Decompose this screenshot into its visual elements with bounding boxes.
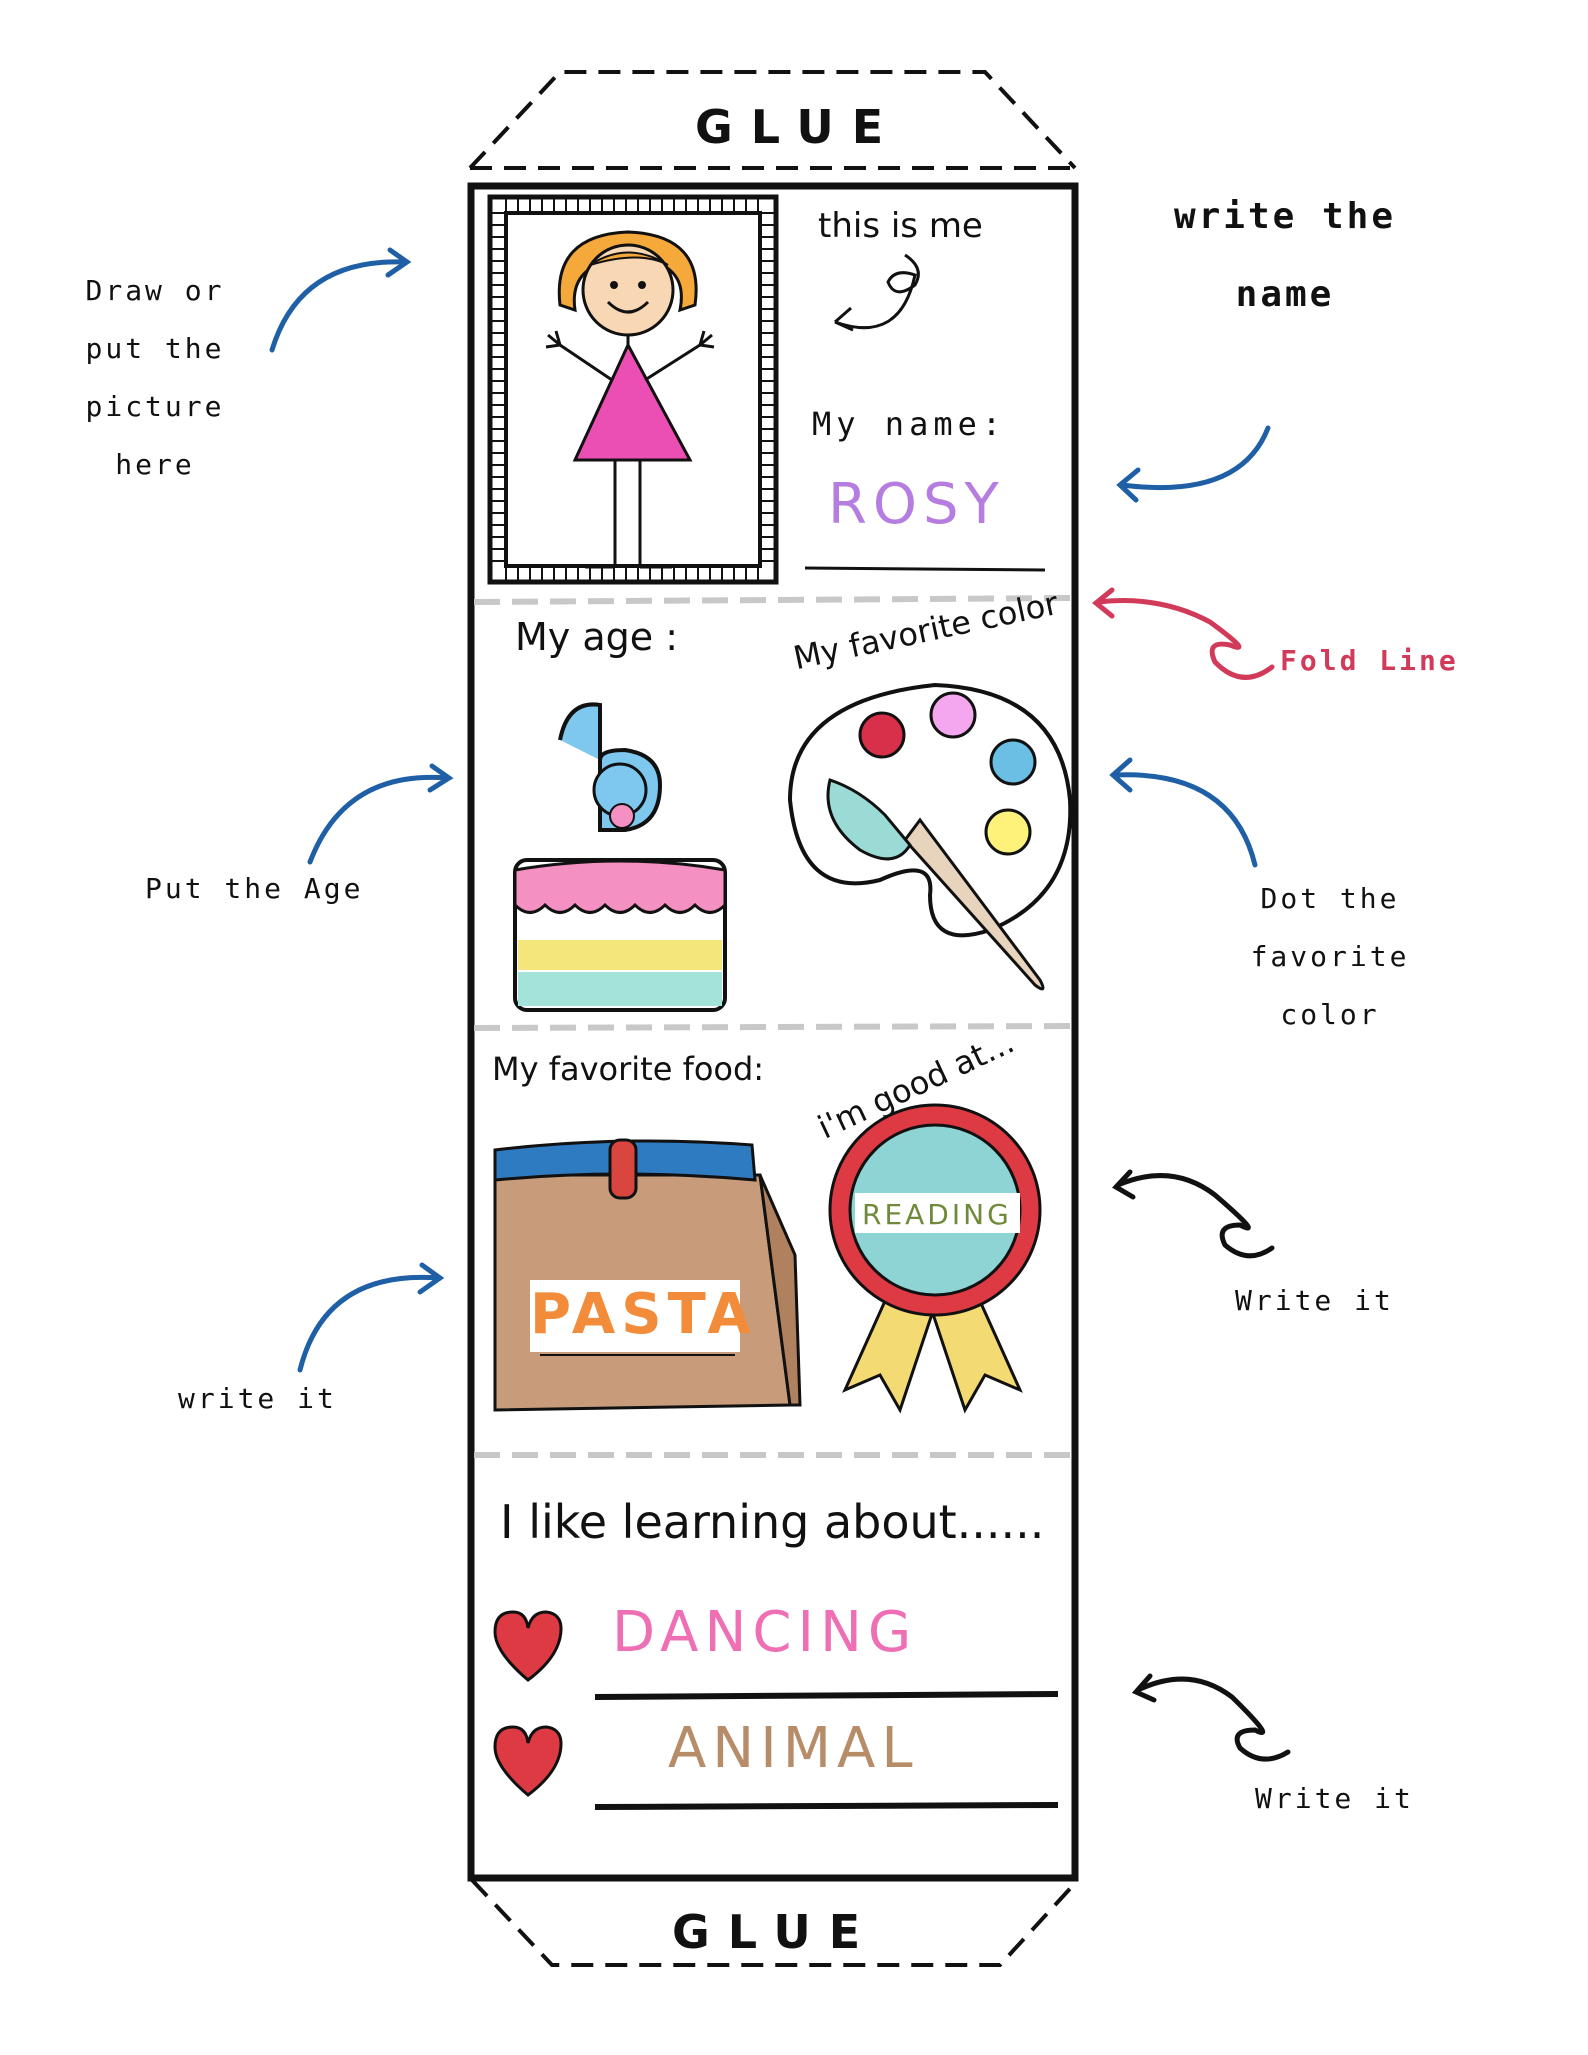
curl-arrow-icon — [1115, 1173, 1275, 1259]
annotation-fold-line: Fold Line — [1280, 644, 1459, 677]
learning-item-1: DANCING — [612, 1600, 918, 1665]
lunch-bag-drawing — [493, 1138, 802, 1412]
name-underline — [804, 566, 1046, 572]
paint-dot-pink — [929, 691, 977, 739]
ribbon-badge-drawing — [828, 1103, 1042, 1414]
arrow-icon — [1112, 772, 1258, 868]
food-label: My favorite food: — [492, 1050, 765, 1088]
glue-label-bottom: GLUE — [672, 1905, 879, 1959]
annotation-write-it-right-1: Write it — [1235, 1284, 1394, 1317]
heart-icon — [493, 1610, 563, 1682]
heart-icon — [493, 1725, 563, 1797]
name-label: My name: — [812, 405, 1007, 443]
answer-line — [594, 1691, 1059, 1700]
glue-label-top: GLUE — [695, 100, 902, 154]
curl-arrow-icon — [1135, 1676, 1291, 1762]
annotation-dot-color: Dot the favorite color — [1250, 882, 1410, 1031]
picture-frame — [487, 194, 779, 585]
arrow-icon — [307, 774, 450, 865]
food-value: PASTA — [530, 1282, 757, 1347]
name-value: ROSY — [828, 472, 1005, 537]
girl-drawing — [545, 230, 715, 569]
annotation-write-name: write the name — [1173, 196, 1397, 315]
answer-line — [594, 1802, 1059, 1810]
arrow-icon — [269, 259, 408, 353]
paint-dot-red — [858, 711, 906, 759]
glue-tab-bottom — [470, 1878, 1080, 1967]
curl-arrow-icon — [834, 253, 920, 330]
annotation-write-it-right-2: Write it — [1255, 1782, 1414, 1815]
paint-dot-yellow — [984, 808, 1032, 856]
fold-line-2 — [473, 1023, 1073, 1031]
fold-arrow-icon — [1095, 598, 1275, 680]
arrow-icon — [1119, 425, 1271, 491]
annotation-put-age: Put the Age — [145, 872, 364, 905]
paint-dot-blue — [989, 738, 1037, 786]
annotation-draw-picture: Draw or put the picture here — [85, 274, 225, 481]
good-at-value: READING — [862, 1198, 1012, 1231]
age-label: My age : — [515, 615, 679, 659]
glue-tab-top — [468, 70, 1077, 170]
learning-item-2: ANIMAL — [668, 1716, 919, 1781]
this-is-me-caption: this is me — [818, 206, 983, 246]
arrow-icon — [297, 1274, 441, 1373]
fold-line-1 — [473, 595, 1073, 605]
annotation-write-it-left: write it — [178, 1382, 337, 1415]
strip-border — [467, 182, 1079, 1882]
paint-palette-drawing — [787, 682, 1073, 991]
learning-heading: I like learning about...... — [500, 1495, 1045, 1549]
birthday-cake-drawing — [513, 702, 727, 1012]
